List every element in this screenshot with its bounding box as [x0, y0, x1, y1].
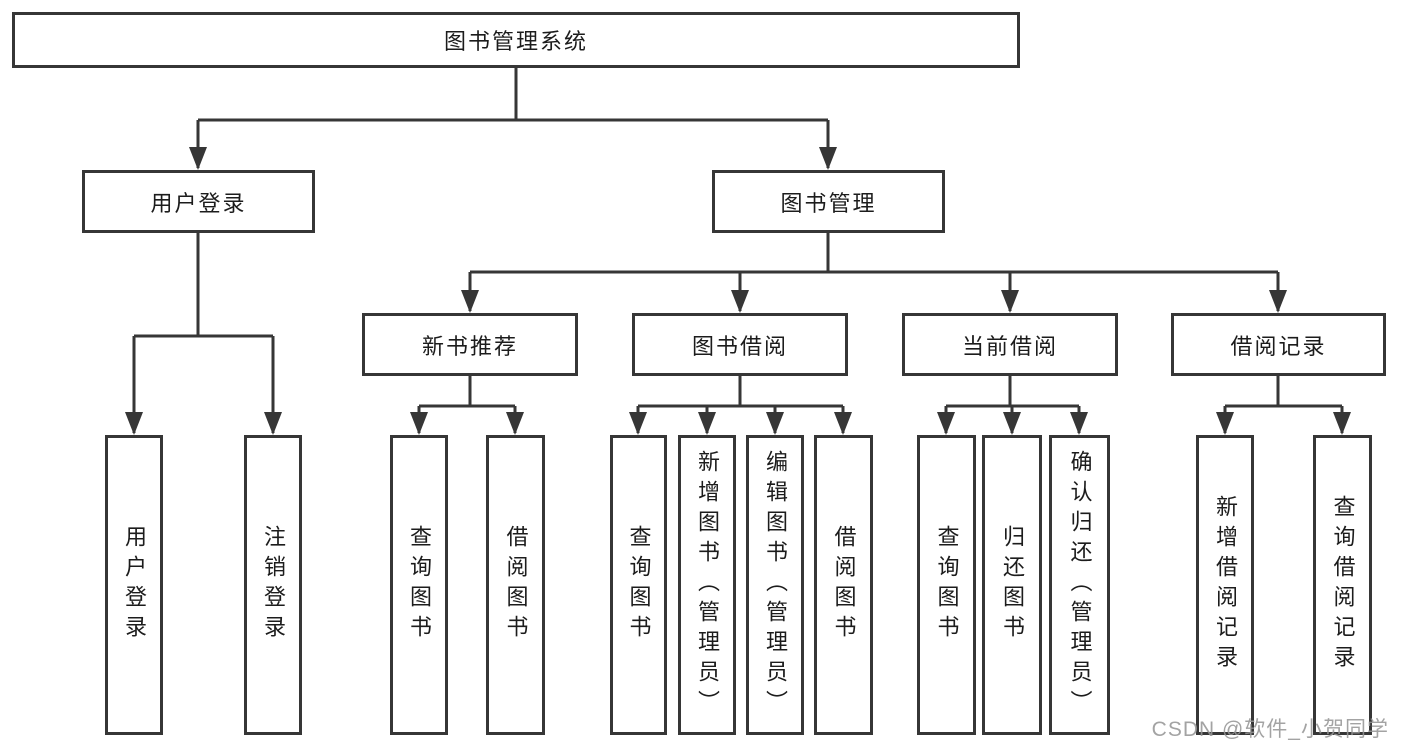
- leaf-borrow-books-recommend: 借阅图书: [486, 435, 545, 735]
- node-new-book-recommend: 新书推荐: [362, 313, 578, 376]
- connector-book-management: [468, 233, 1280, 311]
- arrowheads: [125, 147, 1351, 435]
- node-borrowing-records: 借阅记录: [1171, 313, 1386, 376]
- leaf-logout: 注销登录: [244, 435, 302, 735]
- leaf-add-books-admin: 新增图书（管理员）: [678, 435, 736, 735]
- node-user-login: 用户登录: [82, 170, 315, 233]
- connector-user-login: [132, 233, 275, 433]
- leaf-query-books-recommend: 查询图书: [390, 435, 448, 735]
- leaf-query-books-current: 查询图书: [917, 435, 976, 735]
- connector-new-book-recommend: [417, 376, 517, 433]
- leaf-query-borrow-record: 查询借阅记录: [1313, 435, 1372, 735]
- connector-borrowing-records: [1223, 376, 1344, 433]
- leaf-add-borrow-record: 新增借阅记录: [1196, 435, 1254, 735]
- node-current-borrowing: 当前借阅: [902, 313, 1118, 376]
- leaf-return-books: 归还图书: [982, 435, 1042, 735]
- node-book-borrowing: 图书借阅: [632, 313, 848, 376]
- csdn-watermark: CSDN @软件_小贺同学: [1151, 718, 1389, 741]
- leaf-user-login: 用户登录: [105, 435, 163, 735]
- node-library-management-system: 图书管理系统: [12, 12, 1020, 68]
- connector-book-borrowing: [636, 376, 845, 433]
- connector-root: [196, 68, 830, 168]
- leaf-borrow-books-borrowing: 借阅图书: [814, 435, 873, 735]
- leaf-query-books-borrowing: 查询图书: [610, 435, 667, 735]
- node-book-management: 图书管理: [712, 170, 945, 233]
- leaf-confirm-return-admin: 确认归还（管理员）: [1049, 435, 1110, 735]
- leaf-edit-books-admin: 编辑图书（管理员）: [746, 435, 804, 735]
